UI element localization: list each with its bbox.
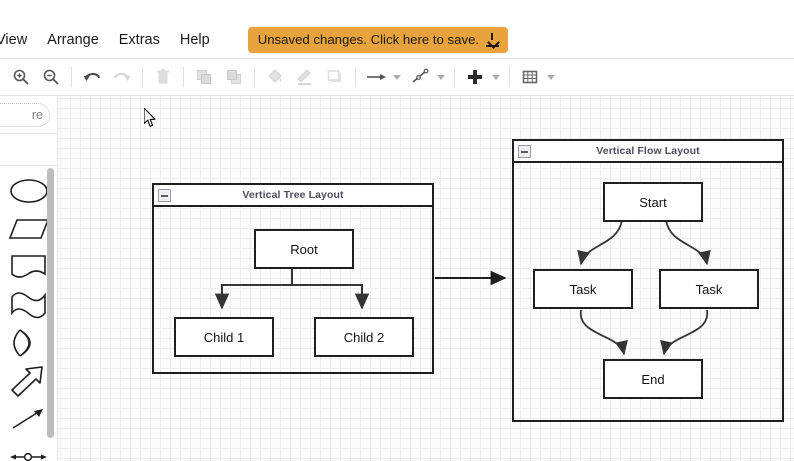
edge-task-left-to-end bbox=[580, 309, 628, 356]
group-title-bar: Vertical Flow Layout bbox=[514, 141, 782, 163]
waypoints-icon[interactable] bbox=[407, 64, 433, 90]
sidebar-scrollbar[interactable] bbox=[47, 168, 54, 438]
download-icon bbox=[486, 33, 500, 47]
node-start[interactable]: Start bbox=[603, 182, 703, 222]
edge-start-to-task-left bbox=[577, 219, 623, 266]
redo-icon[interactable] bbox=[109, 64, 135, 90]
insert-icon[interactable] bbox=[462, 64, 488, 90]
diagram-canvas[interactable]: Vertical Tree Layout Root Child 1 Child … bbox=[58, 96, 794, 461]
edge-start-to-task-right bbox=[665, 219, 711, 266]
menu-view[interactable]: View bbox=[0, 32, 28, 48]
shape-list bbox=[0, 166, 57, 461]
collapse-icon[interactable] bbox=[518, 145, 531, 158]
zoom-in-icon[interactable] bbox=[8, 64, 34, 90]
node-label: Root bbox=[290, 241, 318, 257]
zoom-out-icon[interactable] bbox=[38, 64, 64, 90]
block-arrow-shape[interactable] bbox=[6, 362, 52, 400]
fill-color-icon[interactable] bbox=[262, 64, 288, 90]
edges-layer bbox=[214, 219, 711, 356]
shadow-icon[interactable] bbox=[322, 64, 348, 90]
tape-shape[interactable] bbox=[6, 286, 52, 324]
node-label: Task bbox=[569, 281, 597, 297]
node-label: Task bbox=[695, 281, 723, 297]
crescent-shape[interactable] bbox=[6, 324, 52, 362]
node-task-right[interactable]: Task bbox=[659, 269, 759, 309]
toolbar-separator bbox=[142, 67, 143, 87]
node-label: Start bbox=[639, 194, 667, 210]
node-child-1[interactable]: Child 1 bbox=[174, 317, 274, 357]
to-back-icon[interactable] bbox=[221, 64, 247, 90]
shape-search-input[interactable]: re bbox=[0, 102, 50, 127]
group-vertical-tree-layout[interactable]: Vertical Tree Layout Root Child 1 Child … bbox=[152, 183, 434, 374]
toolbar-separator bbox=[454, 67, 455, 87]
node-label: End bbox=[641, 371, 665, 387]
delete-icon[interactable] bbox=[150, 64, 176, 90]
group-title-bar: Vertical Tree Layout bbox=[154, 185, 432, 207]
connection-arrow-dropdown-icon[interactable] bbox=[391, 65, 403, 89]
waypoints-dropdown-icon[interactable] bbox=[435, 65, 447, 89]
menu-arrange[interactable]: Arrange bbox=[47, 32, 99, 48]
edge-task-right-to-end bbox=[660, 309, 708, 356]
link-connector-shape[interactable] bbox=[6, 438, 52, 461]
document-shape[interactable] bbox=[6, 248, 52, 286]
unsaved-changes-banner[interactable]: Unsaved changes. Click here to save. bbox=[247, 27, 509, 53]
shape-sidebar: re bbox=[0, 96, 58, 461]
table-icon[interactable] bbox=[517, 64, 543, 90]
node-root[interactable]: Root bbox=[254, 229, 354, 269]
collapse-icon[interactable] bbox=[158, 189, 171, 202]
node-label: Child 2 bbox=[343, 329, 385, 345]
connection-arrow-icon[interactable] bbox=[363, 64, 389, 90]
toolbar-separator bbox=[254, 67, 255, 87]
node-end[interactable]: End bbox=[603, 359, 703, 399]
toolbar-separator bbox=[71, 67, 72, 87]
node-child-2[interactable]: Child 2 bbox=[314, 317, 414, 357]
toolbar-separator bbox=[509, 67, 510, 87]
node-label: Child 1 bbox=[203, 329, 245, 345]
parallelogram-shape[interactable] bbox=[6, 210, 52, 248]
insert-dropdown-icon[interactable] bbox=[490, 65, 502, 89]
thin-arrow-shape[interactable] bbox=[6, 400, 52, 438]
group-vertical-flow-layout[interactable]: Vertical Flow Layout Start Task Task End bbox=[512, 139, 784, 422]
shape-search-row: re bbox=[0, 96, 57, 134]
undo-icon[interactable] bbox=[79, 64, 105, 90]
menubar: View Arrange Extras Help Unsaved changes… bbox=[0, 22, 794, 59]
ellipse-shape[interactable] bbox=[6, 172, 52, 210]
node-task-left[interactable]: Task bbox=[533, 269, 633, 309]
sidebar-section-divider bbox=[0, 134, 57, 166]
group-title-label: Vertical Flow Layout bbox=[596, 145, 700, 157]
group-title-label: Vertical Tree Layout bbox=[242, 189, 344, 201]
menu-extras[interactable]: Extras bbox=[118, 32, 160, 48]
toolbar-separator bbox=[183, 67, 184, 87]
toolbar-separator bbox=[355, 67, 356, 87]
table-dropdown-icon[interactable] bbox=[545, 65, 557, 89]
to-front-icon[interactable] bbox=[191, 64, 217, 90]
line-color-icon[interactable] bbox=[292, 64, 318, 90]
window-top-strip bbox=[0, 0, 794, 22]
unsaved-changes-label: Unsaved changes. Click here to save. bbox=[257, 32, 480, 47]
menu-help[interactable]: Help bbox=[179, 32, 210, 48]
toolbar bbox=[0, 59, 794, 96]
